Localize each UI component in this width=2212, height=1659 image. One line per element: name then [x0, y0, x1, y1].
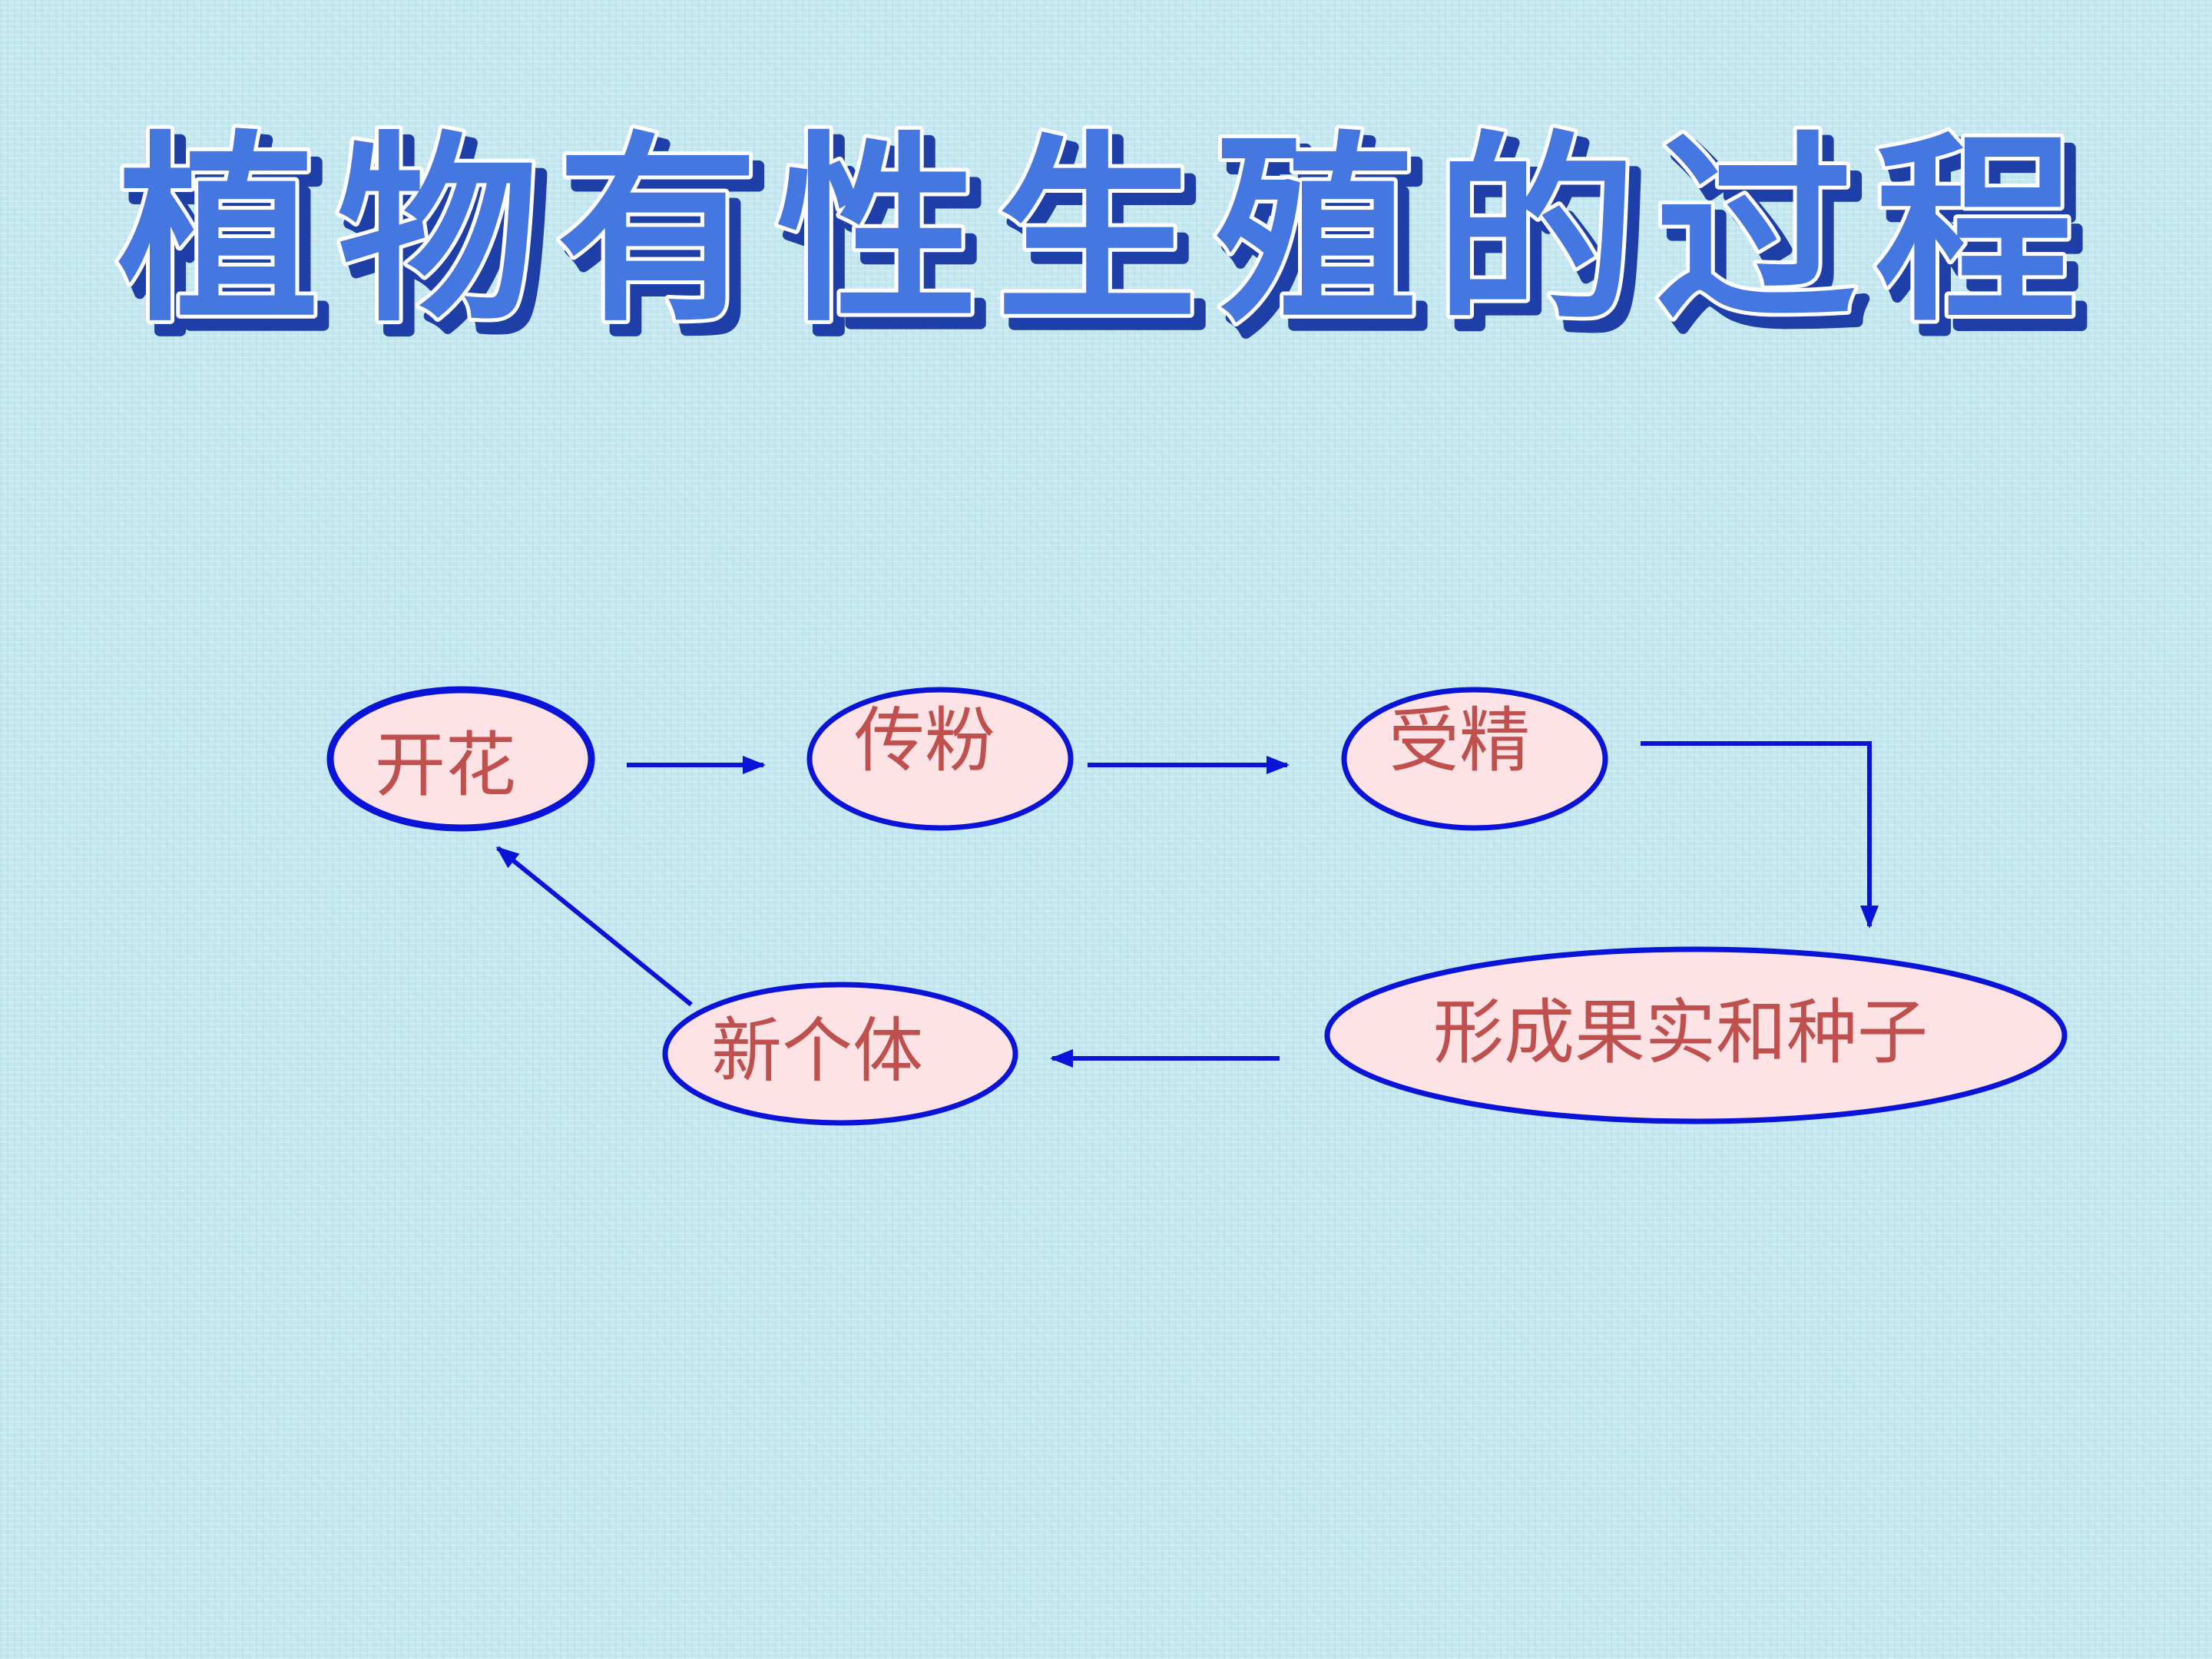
arrow-new-individual-to-flowering [495, 846, 693, 1007]
page-title-text: 植物有性生殖的过程 [118, 114, 2094, 349]
node-fertilization: 受精 [1341, 687, 1608, 831]
node-label-fruit-seed: 形成果实和种子 [1433, 992, 1928, 1074]
arrow-fertilization-to-fruit-seed [1641, 741, 1879, 929]
node-label-flowering: 开花 [375, 724, 516, 806]
node-flowering: 开花 [326, 686, 595, 832]
node-pollination: 传粉 [806, 687, 1074, 831]
page-title: 植物有性生殖的过程 植物有性生殖的过程 [114, 111, 2104, 365]
node-label-pollination: 传粉 [854, 700, 995, 782]
node-fruit-seed: 形成果实和种子 [1324, 946, 2068, 1124]
page-title-shadow: 植物有性生殖的过程 [127, 125, 2104, 359]
node-label-fertilization: 受精 [1389, 700, 1530, 782]
node-new-individual: 新个体 [662, 982, 1018, 1126]
node-label-new-individual: 新个体 [711, 1010, 923, 1092]
